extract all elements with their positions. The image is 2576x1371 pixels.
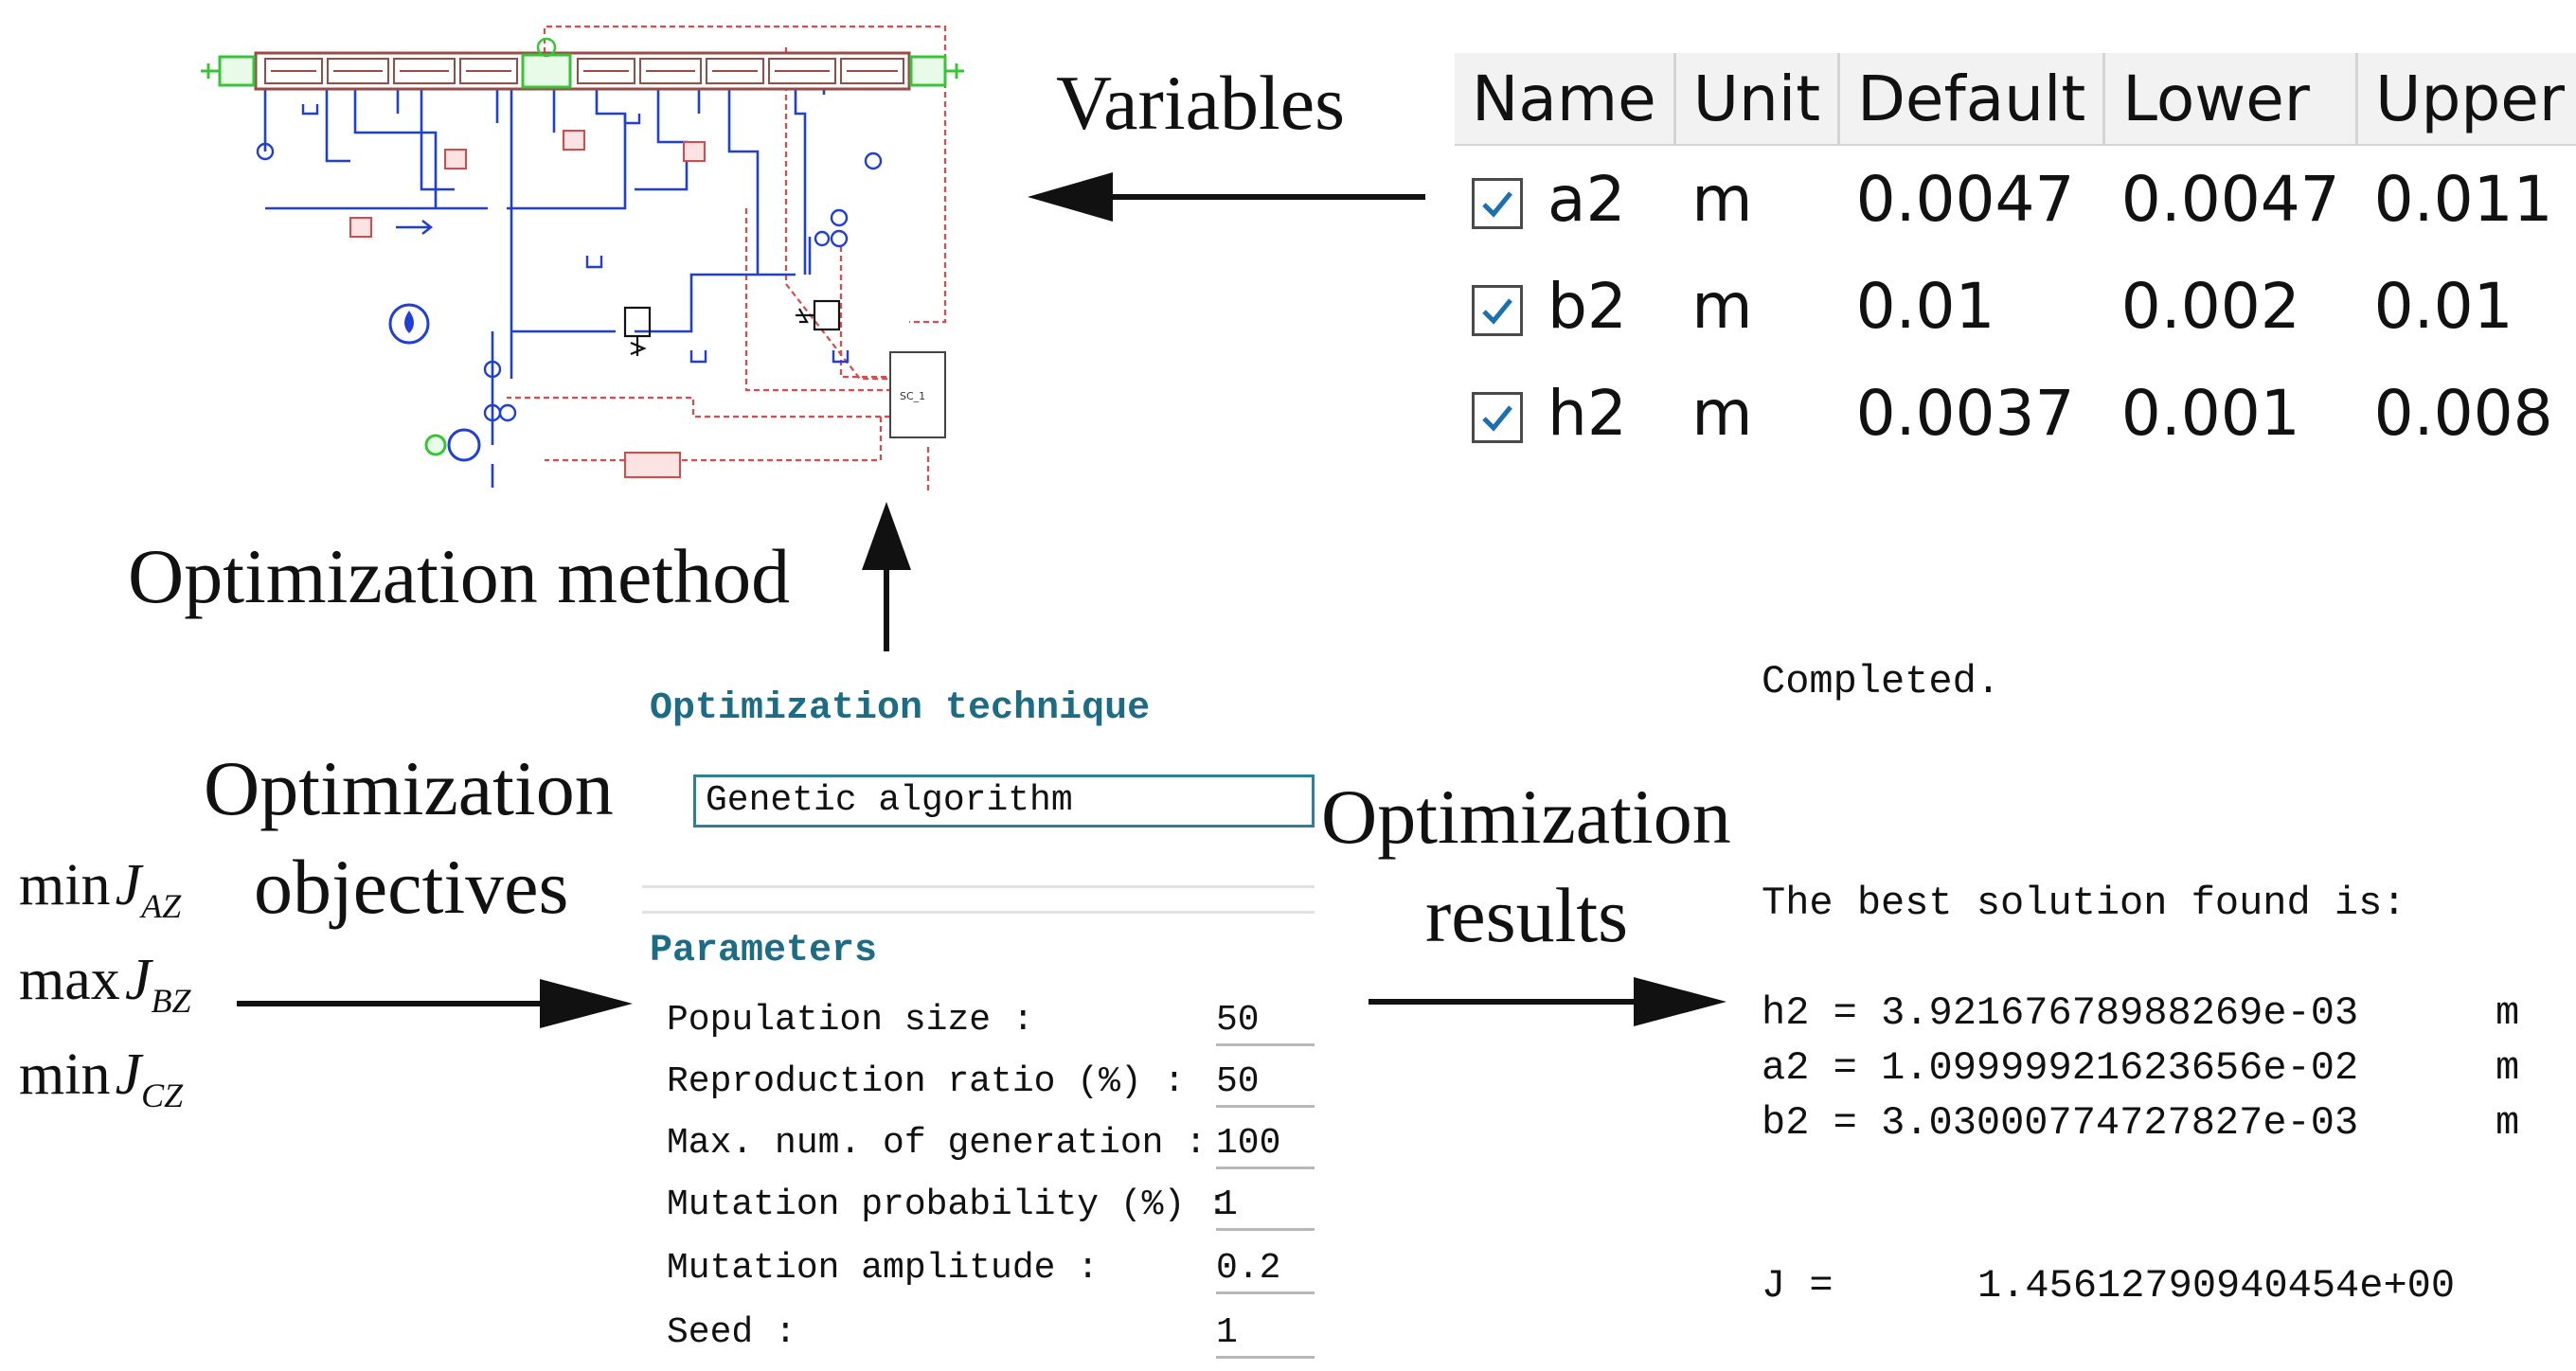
panel-divider xyxy=(642,911,1315,914)
variable-upper[interactable]: 0.011 xyxy=(2373,163,2553,236)
solution-unit: m xyxy=(2496,1100,2520,1146)
variable-lower[interactable]: 0.002 xyxy=(2120,270,2300,343)
objectives-label-line1: Optimization xyxy=(204,745,614,831)
param-input[interactable]: 0.2 xyxy=(1216,1248,1315,1294)
signal-lines xyxy=(507,25,947,492)
column-header-lower[interactable]: Lower xyxy=(2103,53,2359,146)
param-row-reproduction: Reproduction ratio (%) : 50 xyxy=(667,1054,1315,1108)
objective-3: min JCZ xyxy=(19,1042,184,1114)
variable-checkbox[interactable] xyxy=(1472,177,1523,229)
arrow-right-results xyxy=(1368,977,1726,1026)
tank-symbols xyxy=(301,104,850,364)
param-input[interactable]: 50 xyxy=(1216,1000,1315,1046)
column-header-default[interactable]: Default xyxy=(1838,53,2106,146)
best-solution-header: The best solution found is: xyxy=(1762,881,2406,926)
technique-select[interactable]: Genetic algorithm xyxy=(693,775,1315,828)
param-label: Reproduction ratio (%) : xyxy=(667,1061,1186,1102)
variable-checkbox[interactable] xyxy=(1472,284,1523,336)
variable-name: a2 xyxy=(1547,163,1626,236)
column-header-upper[interactable]: Upper xyxy=(2356,53,2576,146)
table-row: a2 m 0.0047 0.0047 0.011 xyxy=(1455,145,2576,253)
variables-label: Variables xyxy=(1056,60,1346,146)
param-label: Max. num. of generation : xyxy=(667,1123,1208,1164)
objective-2: max JBZ xyxy=(19,948,191,1020)
arrow-up-method xyxy=(862,502,911,651)
param-input[interactable]: 100 xyxy=(1216,1123,1315,1169)
variable-checkbox[interactable] xyxy=(1472,391,1523,443)
column-header-unit[interactable]: Unit xyxy=(1674,53,1841,146)
water-drop-icon xyxy=(388,303,430,345)
hydraulic-schematic-diagram: SC_1 xyxy=(201,25,964,492)
checkmark-icon xyxy=(1482,405,1512,432)
solution-row: h2 = 3.92167678988269e-03 xyxy=(1762,990,2359,1036)
column-header-name[interactable]: Name xyxy=(1455,53,1676,146)
sc-block xyxy=(889,351,946,438)
variable-default[interactable]: 0.0037 xyxy=(1855,377,2075,450)
variable-upper[interactable]: 0.01 xyxy=(2373,270,2513,343)
panel-divider xyxy=(642,885,1315,888)
variable-name: b2 xyxy=(1547,270,1627,343)
variables-table: Name Unit Default Lower Upper a2 m 0.004… xyxy=(1455,53,2576,467)
status-text: Completed. xyxy=(1762,659,2001,704)
param-row-population: Population size : 50 xyxy=(667,992,1315,1046)
flow-arrow xyxy=(396,220,434,235)
param-label: Mutation probability (%) : xyxy=(667,1184,1228,1225)
solution-row: b2 = 3.03000774727827e-03 xyxy=(1762,1100,2359,1146)
optimization-method-label: Optimization method xyxy=(128,533,791,619)
arrow-right-objectives xyxy=(237,979,633,1028)
objective-1: min JAZ xyxy=(19,853,182,925)
component-chain xyxy=(201,37,964,91)
solution-row: a2 = 1.09999921623656e-02 xyxy=(1762,1045,2359,1091)
variable-unit: m xyxy=(1691,163,1753,236)
variable-name: h2 xyxy=(1547,377,1627,450)
solution-unit: m xyxy=(2496,1045,2520,1091)
param-row-mutation-amplitude: Mutation amplitude : 0.2 xyxy=(667,1240,1315,1294)
variable-upper[interactable]: 0.008 xyxy=(2373,377,2553,450)
arrow-left-variables xyxy=(1028,172,1425,222)
objectives-label-line2: objectives xyxy=(254,844,569,930)
checkmark-icon xyxy=(1482,298,1512,325)
variable-unit: m xyxy=(1691,270,1753,343)
param-row-mutation-probability: Mutation probability (%) : 1 xyxy=(667,1177,1315,1231)
param-label: Mutation amplitude : xyxy=(667,1248,1100,1289)
param-input[interactable]: 1 xyxy=(1216,1184,1315,1231)
solution-unit: m xyxy=(2496,990,2520,1036)
table-row: h2 m 0.0037 0.001 0.008 xyxy=(1455,360,2576,467)
relief-valves xyxy=(623,299,841,356)
results-label-line2: results xyxy=(1425,872,1629,958)
pump-motor xyxy=(424,428,681,478)
table-header-row: Name Unit Default Lower Upper xyxy=(1455,53,2576,146)
objective-value: 1.45612790940454e+00 xyxy=(1977,1263,2456,1309)
table-row: b2 m 0.01 0.002 0.01 xyxy=(1455,253,2576,360)
hydraulic-lines xyxy=(263,76,826,488)
variable-unit: m xyxy=(1691,377,1753,450)
variable-default[interactable]: 0.01 xyxy=(1855,270,1995,343)
sensors xyxy=(256,142,883,422)
results-label-line1: Optimization xyxy=(1321,774,1731,860)
variable-lower[interactable]: 0.001 xyxy=(2120,377,2300,450)
variable-default[interactable]: 0.0047 xyxy=(1855,163,2075,236)
param-row-generation: Max. num. of generation : 100 xyxy=(667,1115,1315,1169)
objective-name: J = xyxy=(1762,1263,1834,1309)
param-label: Population size : xyxy=(667,1000,1034,1041)
param-input[interactable]: 1 xyxy=(1216,1312,1315,1359)
param-row-seed: Seed : 1 xyxy=(667,1305,1315,1359)
valves xyxy=(349,130,706,238)
parameters-section-title: Parameters xyxy=(650,930,878,972)
checkmark-icon xyxy=(1482,191,1512,218)
param-input[interactable]: 50 xyxy=(1216,1061,1315,1108)
sc-block-label: SC_1 xyxy=(900,390,925,402)
variable-lower[interactable]: 0.0047 xyxy=(2120,163,2340,236)
param-label: Seed : xyxy=(667,1312,796,1353)
technique-section-title: Optimization technique xyxy=(650,687,1151,730)
